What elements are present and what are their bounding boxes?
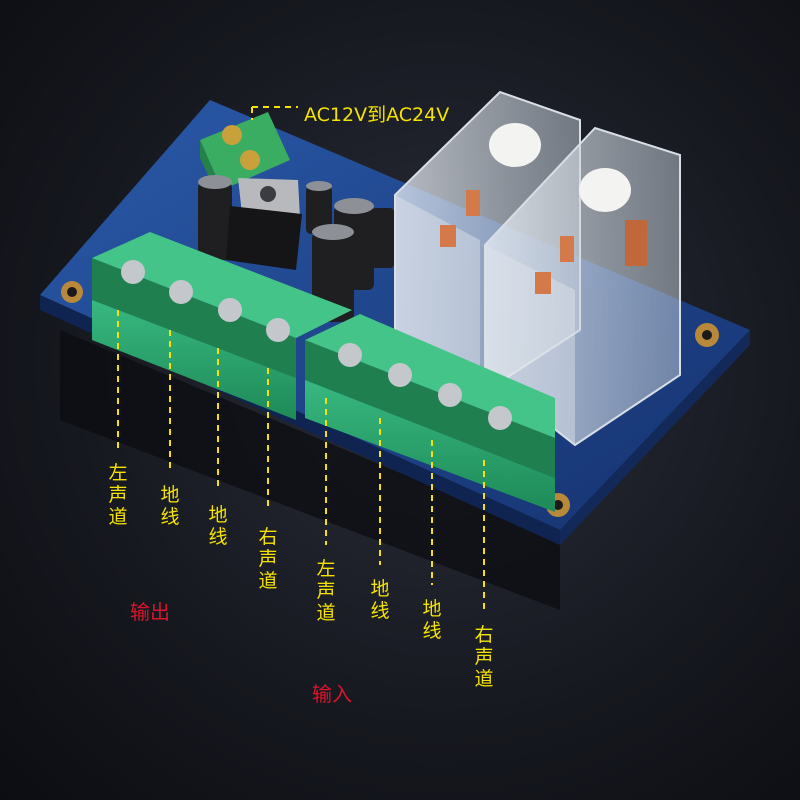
output-caption: 输出 — [130, 600, 170, 624]
input-caption: 输入 — [312, 682, 352, 706]
terminal-label-in-right: 右声道 — [474, 624, 494, 690]
terminal-label-in-left: 左声道 — [316, 558, 336, 624]
relay-2 — [484, 126, 681, 447]
terminal-label-in-ground-1: 地线 — [370, 578, 390, 622]
terminal-label-out-left: 左声道 — [108, 462, 128, 528]
terminal-label-out-ground-1: 地线 — [160, 484, 180, 528]
terminal-label-out-ground-2: 地线 — [208, 504, 228, 548]
voltage-regulator — [226, 178, 302, 270]
leader-lines — [117, 106, 485, 610]
terminal-label-in-ground-2: 地线 — [422, 598, 442, 642]
capacitors — [198, 175, 394, 322]
terminal-label-out-right: 右声道 — [258, 526, 278, 592]
power-input-label: AC12V到AC24V — [304, 104, 450, 126]
output-terminal-block — [92, 232, 352, 420]
input-terminal-block — [305, 314, 555, 512]
